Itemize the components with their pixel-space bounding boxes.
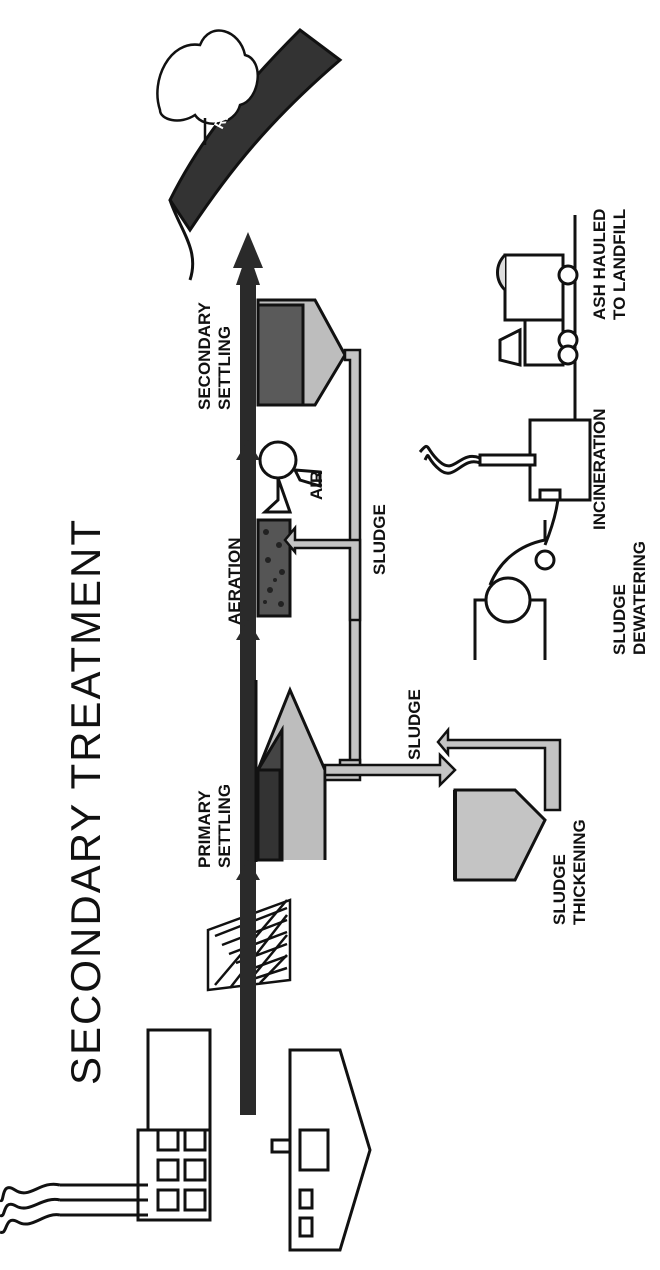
house-icon [270,1048,372,1252]
truck-icon [496,253,579,367]
primary-settling-tank [254,680,327,862]
river-icon [168,28,343,281]
label-secondary-settling: SECONDARY SETTLING [195,301,234,410]
svg-text:SETTLING: SETTLING [215,784,234,868]
svg-text:SLUDGE: SLUDGE [610,584,629,655]
main-flow-line [233,232,263,1115]
sludge-pipes [283,348,562,812]
svg-text:PRIMARY: PRIMARY [195,790,214,868]
label-aeration: AERATION [225,537,244,625]
svg-text:TO LANDFILL: TO LANDFILL [610,209,629,320]
svg-text:SETTLING: SETTLING [215,326,234,410]
svg-text:SECONDARY: SECONDARY [195,301,214,410]
svg-text:THICKENING: THICKENING [570,819,589,925]
label-air: AIR [307,471,326,500]
svg-text:DEWATERING: DEWATERING [630,541,649,655]
incinerator-icon [418,418,592,502]
aeration-tank [256,518,292,618]
flow-arrows [236,440,260,880]
label-primary-settling: PRIMARY SETTLING [195,784,234,868]
sludge-dewatering-unit [473,520,556,660]
label-incineration: INCINERATION [590,408,609,530]
secondary-settling-tank [256,298,347,407]
air-blower-icon [258,440,322,514]
label-sludge-primary: SLUDGE [405,689,424,760]
svg-text:SLUDGE: SLUDGE [550,854,569,925]
diagram-title: SECONDARY TREATMENT [62,518,109,1085]
label-sludge-dewatering: SLUDGE DEWATERING [610,541,649,655]
factory-icon [0,1028,212,1234]
label-ash-hauled: ASH HAULED TO LANDFILL [590,209,629,320]
svg-text:ASH HAULED: ASH HAULED [590,209,609,320]
sludge-thickening-tank [453,788,547,882]
label-sludge-thickening: SLUDGE THICKENING [550,819,589,925]
label-sludge-return: SLUDGE [370,504,389,575]
tree-icon [156,29,259,145]
